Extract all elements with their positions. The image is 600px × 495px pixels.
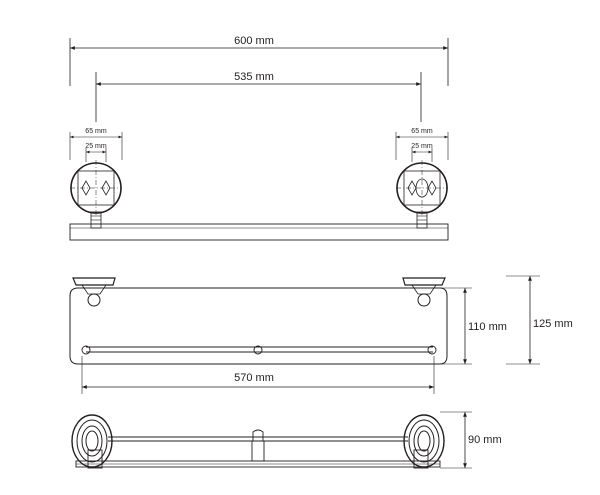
dim-600: 600 mm	[69, 35, 449, 86]
dim-90: 90 mm	[440, 411, 502, 469]
left-rosette	[71, 414, 113, 469]
dim-110: 110 mm	[440, 287, 507, 365]
shelf-edge	[69, 223, 449, 241]
right-wall-plate	[396, 160, 448, 229]
dim-label-mount-spacing: 535 mm	[234, 71, 274, 83]
dim-535: 535 mm	[95, 71, 422, 122]
dim-570: 570 mm	[81, 356, 435, 394]
dim-label-overall-depth: 125 mm	[533, 318, 573, 330]
dim-label-height: 90 mm	[468, 434, 502, 446]
dim-label-right-plate: 65 mm	[411, 128, 433, 135]
front-rail	[81, 345, 437, 355]
dim-label-left-plate: 65 mm	[85, 128, 107, 135]
left-mount-dims: 65 mm 25 mm	[69, 128, 123, 162]
plan-view: 110 mm 125 mm 570 mm	[69, 275, 573, 394]
side-rail	[108, 429, 408, 462]
front-view: 600 mm 535 mm 65 mm 25 mm 65 mm	[69, 35, 449, 241]
glass-plate	[69, 287, 448, 365]
dim-label-total-width: 600 mm	[234, 35, 274, 47]
dim-label-left-holes: 25 mm	[85, 143, 107, 150]
dim-label-glass-depth: 110 mm	[468, 321, 507, 333]
dim-label-glass-width: 570 mm	[234, 372, 274, 384]
left-wall-plate	[70, 160, 122, 229]
right-bracket	[402, 277, 446, 307]
dim-label-right-holes: 25 mm	[411, 143, 433, 150]
left-bracket	[72, 277, 116, 307]
side-glass	[75, 460, 441, 468]
side-view: 90 mm	[71, 411, 502, 469]
right-rosette	[403, 414, 445, 469]
right-mount-dims: 65 mm 25 mm	[395, 128, 449, 162]
dim-125: 125 mm	[506, 275, 573, 365]
